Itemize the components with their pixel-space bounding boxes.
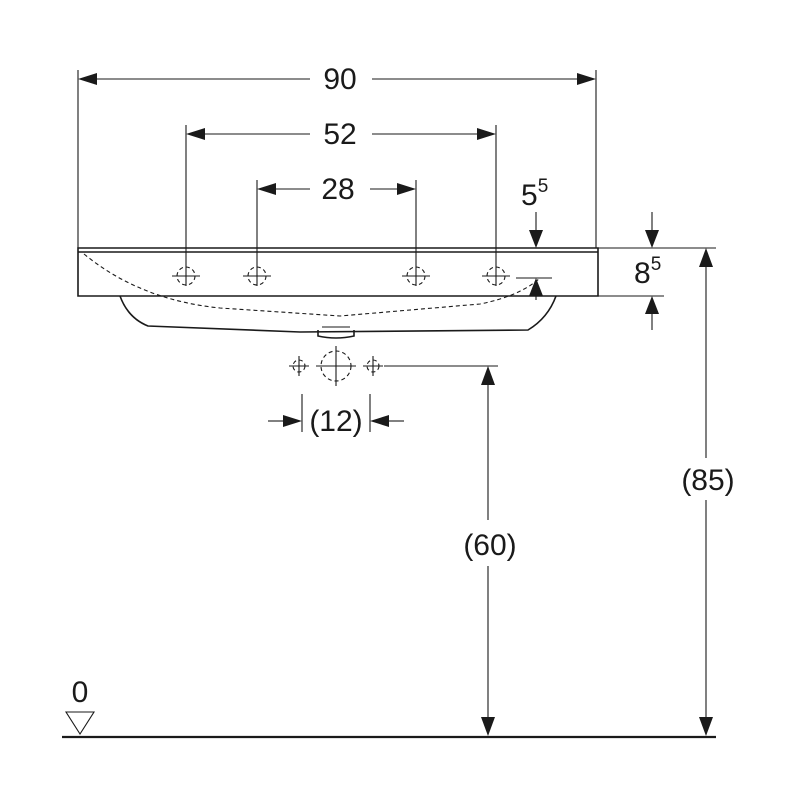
- dimension-tap-hole-outer: 52: [185, 118, 497, 266]
- label-rim-offset: 55: [521, 176, 548, 212]
- tap-hole-1: [172, 266, 200, 286]
- tap-holes: [172, 266, 510, 286]
- tap-hole-2: [243, 266, 271, 286]
- basin-outline: [77, 247, 599, 339]
- label-tap-hole-outer: 52: [323, 118, 356, 151]
- dimension-overall-width: 90: [77, 63, 597, 248]
- label-rim-height-main: 8: [634, 257, 651, 290]
- tap-hole-4: [482, 266, 510, 286]
- label-waste-height: (60): [463, 529, 516, 562]
- label-overall-width: 90: [323, 63, 356, 96]
- label-rim-height: 85: [634, 254, 661, 290]
- dimension-rim-offset: 55: [516, 176, 552, 300]
- label-rim-offset-sup: 5: [538, 176, 549, 197]
- level-triangle-icon: [64, 711, 96, 736]
- label-total-height: (85): [681, 464, 734, 497]
- floor-reference: 0: [62, 676, 716, 739]
- label-waste-offset: (12): [309, 405, 362, 438]
- label-rim-offset-main: 5: [521, 179, 538, 212]
- label-rim-height-sup: 5: [651, 254, 662, 275]
- dimension-waste-offset: (12): [268, 394, 404, 438]
- tap-hole-3: [402, 266, 430, 286]
- label-tap-hole-inner: 28: [321, 173, 354, 206]
- dimension-waste-height: (60): [463, 366, 517, 736]
- waste-outlet: [289, 346, 498, 386]
- dimension-tap-hole-inner: 28: [256, 173, 417, 266]
- dimension-rim-height: 85: [598, 212, 716, 330]
- dimension-total-height: (85): [681, 248, 735, 736]
- label-floor-level: 0: [72, 676, 89, 709]
